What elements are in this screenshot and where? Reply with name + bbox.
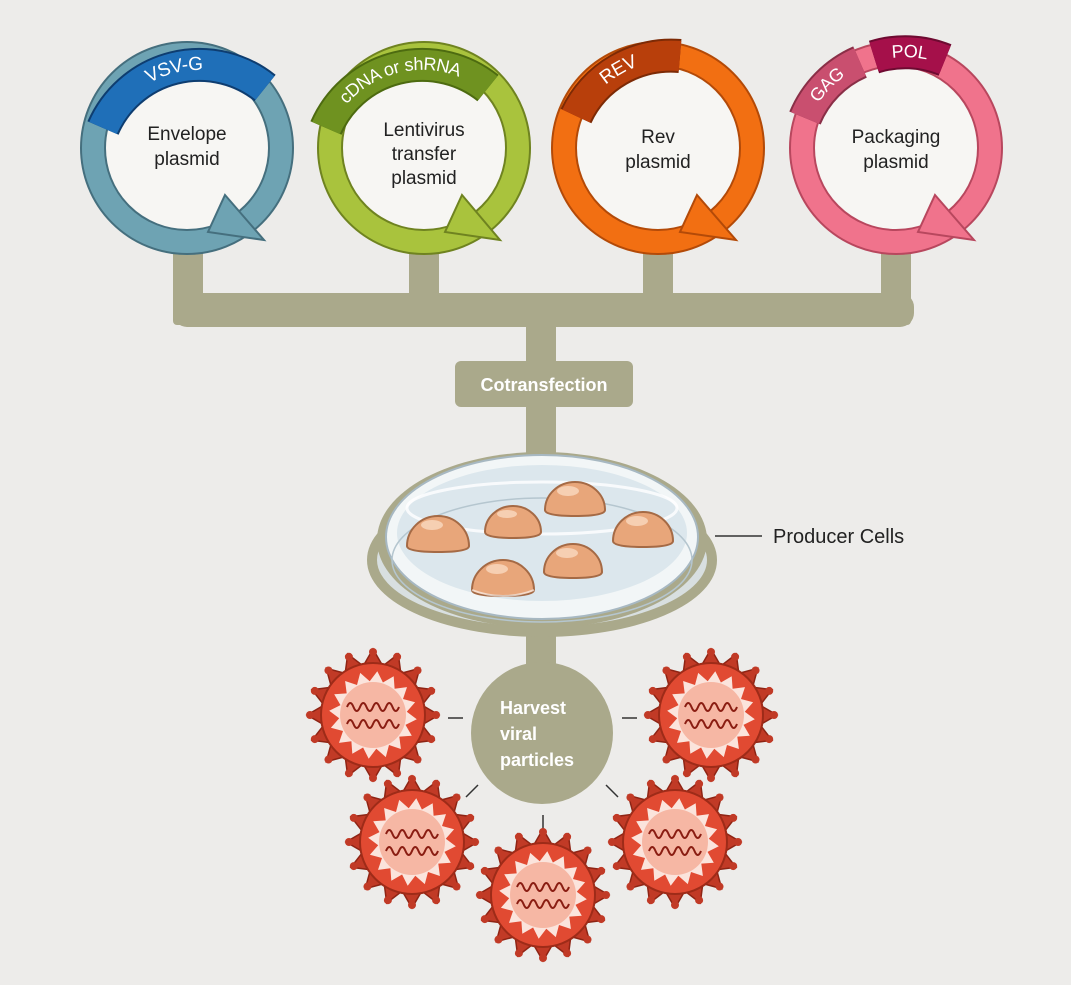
viral-particle [607, 774, 743, 910]
plasmid-packaging [789, 35, 1003, 255]
producer-cells-label: Producer Cells [773, 526, 904, 548]
petri-dish [367, 452, 717, 637]
viral-particle [475, 827, 611, 963]
transfer-label-line-2: transfer [392, 144, 457, 165]
viral-particles [305, 647, 779, 963]
packaging-label-line-2: plasmid [863, 152, 928, 173]
producer-cells [405, 481, 675, 598]
pol-tag-label: POL [891, 41, 930, 63]
rev-label-line-1: Rev [641, 127, 675, 148]
viral-particle-leaders [448, 717, 637, 829]
transfer-label-line-1: Lentivirus [383, 120, 464, 141]
cell [542, 543, 604, 580]
envelope-label-line-1: Envelope [147, 124, 226, 145]
viral-particle [643, 647, 779, 783]
cotransfection-step: Cotransfection [455, 361, 633, 407]
cotransfection-label: Cotransfection [480, 375, 607, 395]
packaging-label-line-1: Packaging [852, 127, 941, 148]
cell [611, 511, 675, 549]
cell [470, 559, 536, 598]
envelope-label-line-2: plasmid [154, 149, 219, 170]
plasmid-transfer [310, 41, 531, 255]
plasmid-rev [551, 38, 765, 255]
harvest-label-line-3: particles [500, 750, 574, 770]
plasmid-envelope [80, 41, 294, 255]
cell [405, 515, 471, 554]
viral-particle [305, 647, 441, 783]
cell [543, 481, 607, 518]
harvest-label-line-1: Harvest [500, 698, 566, 718]
harvest-label-line-2: viral [500, 724, 537, 744]
rev-label-line-2: plasmid [625, 152, 690, 173]
viral-particle [344, 774, 480, 910]
cell [483, 505, 543, 540]
transfer-label-line-3: plasmid [391, 168, 456, 189]
harvest-step: Harvest viral particles [471, 662, 613, 804]
